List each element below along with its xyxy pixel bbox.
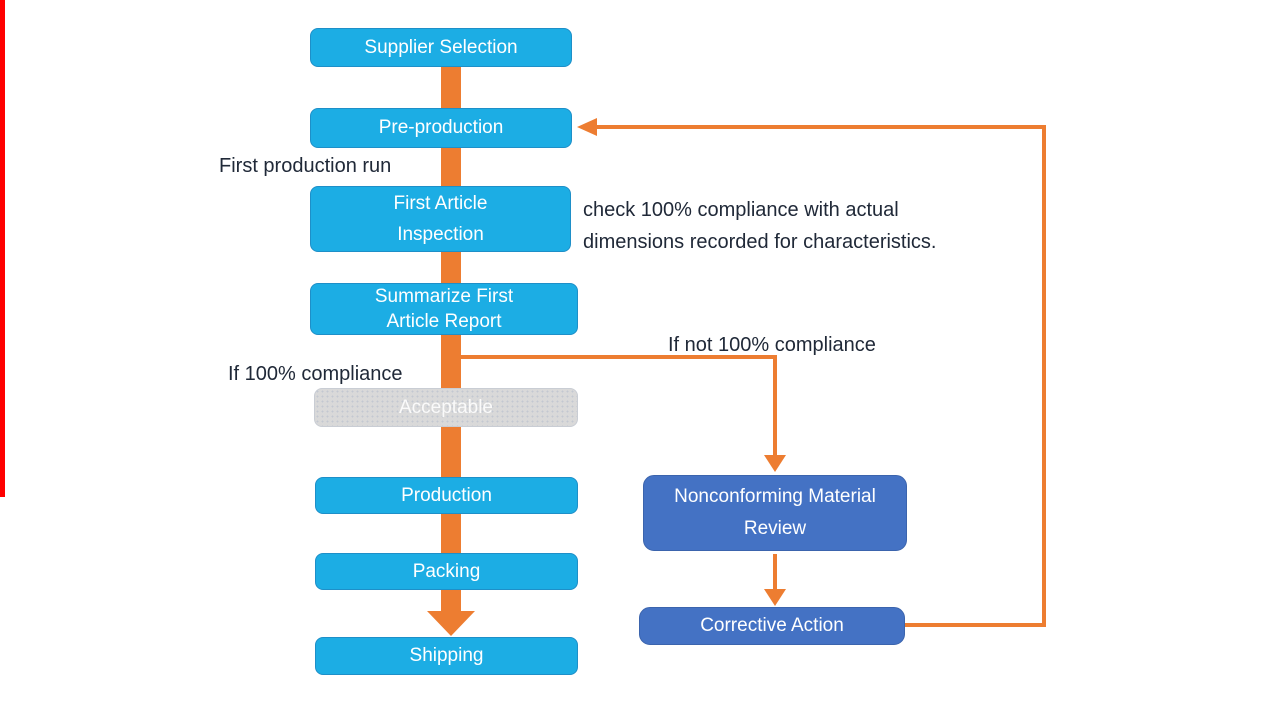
node-label: Corrective Action bbox=[700, 615, 844, 636]
node-label: Shipping bbox=[409, 645, 484, 666]
node-summarize-first-article-report: Summarize First Article Report bbox=[310, 283, 578, 335]
node-label: Nonconforming Material Review bbox=[674, 486, 876, 539]
node-label: Summarize First Article Report bbox=[374, 286, 514, 332]
annotation-if-compliance: If 100% compliance bbox=[228, 363, 403, 385]
node-production: Production bbox=[315, 477, 578, 514]
feedback-arrowhead-left bbox=[577, 118, 597, 136]
node-label: Production bbox=[401, 484, 492, 506]
annotation-compliance-note: check 100% compliance with actual dimens… bbox=[583, 194, 936, 258]
annotation-first-production-run: First production run bbox=[219, 155, 392, 177]
node-label: Acceptable bbox=[398, 396, 493, 418]
annotation-compliance-note-line1: check 100% compliance with actual bbox=[583, 199, 899, 221]
feedback-right-line-red bbox=[0, 0, 5, 497]
feedback-right-line-orange bbox=[1042, 125, 1046, 627]
corrective-action-out-line bbox=[905, 623, 1046, 627]
node-packing: Packing bbox=[315, 553, 578, 590]
annotation-compliance-note-line2: dimensions recorded for characteristics. bbox=[583, 231, 937, 253]
node-nonconforming-material-review: Nonconforming Material Review bbox=[643, 475, 907, 551]
node-shipping: Shipping bbox=[315, 637, 578, 675]
node-label: Pre-production bbox=[378, 117, 504, 138]
node-first-article-inspection: First Article Inspection bbox=[310, 186, 571, 252]
review-to-corrective-line bbox=[773, 554, 777, 590]
node-supplier-selection: Supplier Selection bbox=[310, 28, 572, 67]
node-label: Packing bbox=[412, 560, 481, 582]
node-pre-production: Pre-production bbox=[310, 108, 572, 148]
branch-arrowhead-down bbox=[764, 455, 786, 472]
node-corrective-action: Corrective Action bbox=[639, 607, 905, 645]
annotation-if-not-compliance: If not 100% compliance bbox=[668, 334, 876, 356]
node-label: First Article Inspection bbox=[393, 193, 488, 245]
review-to-corrective-arrowhead bbox=[764, 589, 786, 606]
branch-horizontal-line bbox=[460, 355, 777, 359]
node-acceptable: Acceptable bbox=[314, 388, 578, 427]
branch-vertical-line bbox=[773, 355, 777, 456]
feedback-top-line bbox=[596, 125, 1045, 129]
node-label: Supplier Selection bbox=[364, 36, 518, 58]
main-flow-arrowhead-down bbox=[427, 611, 475, 636]
